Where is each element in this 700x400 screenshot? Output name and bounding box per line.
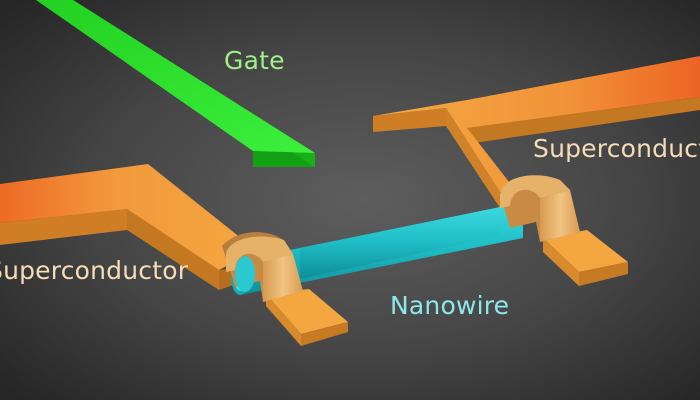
- contact-right: [500, 175, 580, 242]
- superconductor-left: [0, 164, 348, 346]
- label-superconductor-left: Superconductor: [0, 256, 189, 285]
- label-nanowire: Nanowire: [390, 291, 510, 320]
- label-superconductor-right: Superconductor: [533, 134, 700, 163]
- superconductor-right: [373, 56, 700, 286]
- gate-electrode: [36, 0, 315, 167]
- contact-left: [222, 232, 303, 302]
- label-gate: Gate: [224, 46, 285, 75]
- nanowire-front-segment: [300, 207, 500, 279]
